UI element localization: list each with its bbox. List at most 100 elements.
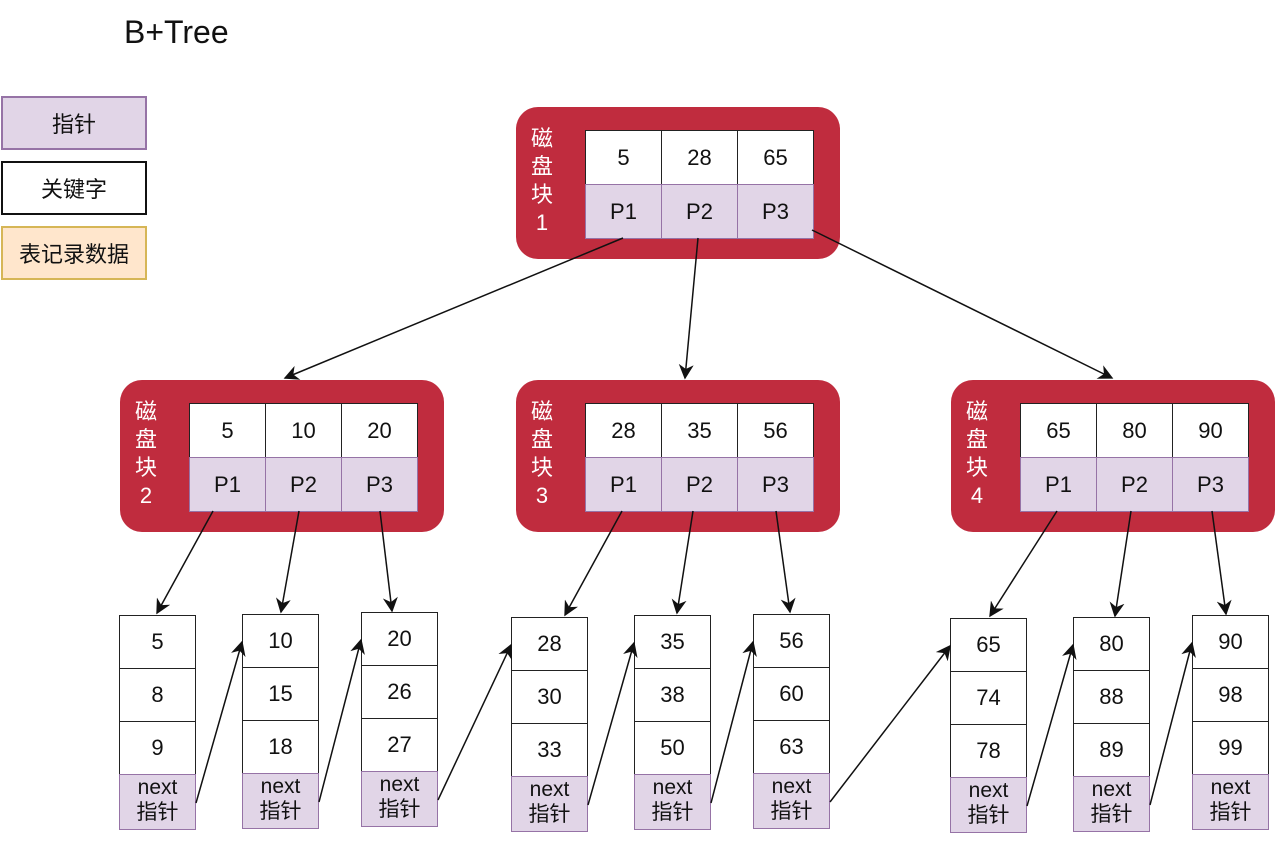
pointer-cell: P2 <box>1096 457 1173 512</box>
leaf-key-cell: 63 <box>753 720 830 774</box>
leaf-key-cell: 10 <box>242 614 319 668</box>
next-pointer-text: next <box>771 775 812 798</box>
pointer-arrow <box>275 510 300 614</box>
pointer-arrow <box>710 640 757 804</box>
pointer-arrow <box>587 641 638 806</box>
leaf-key-cell: 65 <box>950 618 1027 672</box>
leaf-key-cell: 26 <box>361 665 438 719</box>
pointer-cell: P3 <box>341 457 418 512</box>
disk-label-char: 盘 <box>965 427 988 452</box>
pointer-arrow <box>678 237 699 380</box>
disk-label-char: 磁 <box>530 126 553 151</box>
pointer-cell: P3 <box>737 184 814 239</box>
pointer-arrow <box>829 644 951 803</box>
leaf-key-cell: 27 <box>361 718 438 772</box>
disk-label-char: 3 <box>535 483 549 508</box>
leaf-key-cell: 78 <box>950 724 1027 778</box>
key-cell: 35 <box>661 403 738 458</box>
next-pointer-text: 指针 <box>378 798 421 821</box>
disk-label-char: 块 <box>530 182 553 207</box>
next-pointer-text: next <box>529 778 570 801</box>
next-pointer-text: 指针 <box>1090 803 1133 826</box>
next-pointer-text: next <box>379 773 420 796</box>
leaf-key-cell: 18 <box>242 720 319 774</box>
diagram-title: B+Tree <box>124 14 229 50</box>
leaf-key-cell: 38 <box>634 668 711 722</box>
key-cell: 80 <box>1096 403 1173 458</box>
pointer-cell: P3 <box>737 457 814 512</box>
disk-block-label: 磁盘块 3 <box>530 398 554 510</box>
pointer-arrow <box>283 237 624 380</box>
pointer-arrow <box>318 638 365 803</box>
next-pointer-text: 指针 <box>770 800 813 823</box>
disk-label-char: 块 <box>965 455 988 480</box>
pointer-arrow <box>195 640 246 804</box>
next-pointer-text: 指针 <box>651 801 694 824</box>
pointer-cell: P3 <box>1172 457 1249 512</box>
next-pointer-text: 指针 <box>967 804 1010 827</box>
key-cell: 90 <box>1172 403 1249 458</box>
pointer-arrow <box>775 510 796 614</box>
pointer-arrow <box>1109 510 1132 618</box>
leaf-key-cell: 28 <box>511 617 588 671</box>
next-pointer-text: 指针 <box>259 800 302 823</box>
next-pointer-text: next <box>652 776 693 799</box>
disk-label-char: 2 <box>139 483 153 508</box>
pointer-arrow <box>1149 641 1196 806</box>
key-cell: 10 <box>265 403 342 458</box>
disk-block-label: 磁盘块 4 <box>965 398 989 510</box>
disk-label-char: 盘 <box>134 427 157 452</box>
legend-item: 指针 <box>1 96 147 150</box>
legend-item: 关键字 <box>1 161 147 215</box>
key-cell: 65 <box>737 130 814 185</box>
disk-label-char: 盘 <box>530 154 553 179</box>
legend-item: 表记录数据 <box>1 226 147 280</box>
pointer-arrow <box>671 510 694 615</box>
leaf-key-cell: 74 <box>950 671 1027 725</box>
disk-label-char: 盘 <box>530 427 553 452</box>
leaf-key-cell: 30 <box>511 670 588 724</box>
pointer-cell: P1 <box>189 457 266 512</box>
disk-label-char: 1 <box>535 210 549 235</box>
disk-label-char: 块 <box>530 455 553 480</box>
key-cell: 20 <box>341 403 418 458</box>
next-pointer-text: next <box>1210 776 1251 799</box>
pointer-arrow <box>379 510 398 613</box>
leaf-key-cell: 98 <box>1192 668 1269 722</box>
disk-label-char: 4 <box>970 483 984 508</box>
pointer-cell: P2 <box>265 457 342 512</box>
pointer-cell: P1 <box>585 457 662 512</box>
key-cell: 28 <box>661 130 738 185</box>
next-pointer-text: 指针 <box>1209 801 1252 824</box>
next-pointer-text: next <box>260 775 301 798</box>
pointer-arrow <box>156 510 214 615</box>
pointer-arrow <box>1211 510 1232 616</box>
leaf-key-cell: 35 <box>634 615 711 669</box>
disk-label-char: 磁 <box>530 399 553 424</box>
leaf-key-cell: 56 <box>753 614 830 668</box>
key-cell: 5 <box>585 130 662 185</box>
leaf-key-cell: 15 <box>242 667 319 721</box>
disk-label-char: 磁 <box>134 399 157 424</box>
key-cell: 56 <box>737 403 814 458</box>
disk-label-char: 磁 <box>965 399 988 424</box>
leaf-key-cell: 89 <box>1073 723 1150 777</box>
pointer-cell: P2 <box>661 184 738 239</box>
leaf-key-cell: 60 <box>753 667 830 721</box>
disk-block-label: 磁盘块 1 <box>530 125 554 237</box>
pointer-cell: P2 <box>661 457 738 512</box>
pointer-arrow <box>437 643 513 801</box>
pointer-arrow <box>1026 643 1077 807</box>
pointer-arrow <box>989 510 1058 618</box>
